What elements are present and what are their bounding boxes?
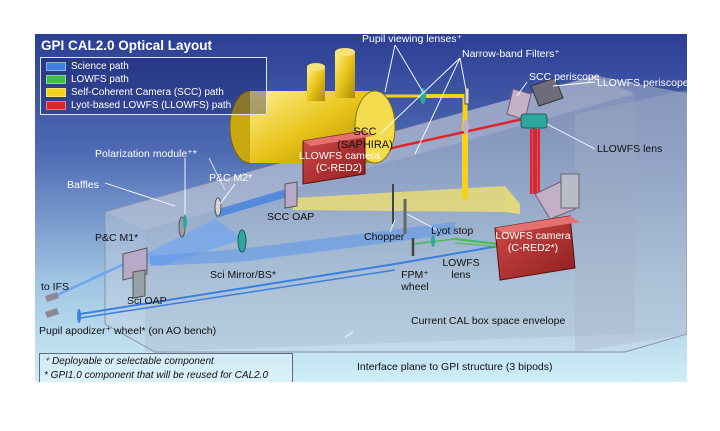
legend-item-lowfs: LOWFS path	[46, 74, 129, 86]
label-lowfs-lens-line1: LOWFS	[442, 257, 480, 269]
legend-label: Science path	[71, 61, 129, 72]
llowfs-periscope-optic	[520, 77, 580, 220]
page-title: GPI CAL2.0 Optical Layout	[41, 38, 213, 53]
label-scc-camera-line2: (SAPHIRA)	[337, 138, 393, 151]
label-pc-m2: P&C M2*	[209, 172, 253, 184]
label-llowfs-camera-line2: (C-RED2)	[315, 162, 363, 175]
llowfs-camera-body	[302, 130, 373, 185]
label-pc-m1: P&C M1*	[95, 232, 139, 244]
label-lowfs-lens-line2: lens	[451, 269, 471, 282]
lowfs-camera-body	[494, 215, 580, 281]
cal-box-envelope	[104, 75, 687, 353]
label-lyot-stop: Lyot stop	[431, 225, 474, 237]
legend-swatch	[46, 100, 66, 110]
legend: Science path LOWFS path Self-Coherent Ca…	[40, 57, 267, 115]
label-fpm-wheel-line2: wheel	[401, 281, 429, 294]
label-lowfs-lens: LOWFS lens	[441, 257, 481, 281]
label-lowfs-camera: LOWFS camera (C-RED2*)	[493, 230, 573, 254]
label-sci-oap: Sci OAP	[127, 295, 167, 307]
label-fpm-wheel-line1: FPM⁺	[401, 269, 429, 281]
label-llowfs-camera: LLOWFS camera (C-RED2)	[299, 150, 381, 175]
label-interface-plane: Interface plane to GPI structure (3 bipo…	[357, 361, 553, 373]
leader-lines	[104, 44, 596, 338]
footnote-reused: * GPI1.0 component that will be reused f…	[44, 370, 269, 381]
label-scc-camera-line1: SCC	[353, 126, 377, 138]
label-polarization-module: Polarization module⁺*	[95, 148, 197, 160]
label-scc-oap: SCC OAP	[267, 211, 315, 223]
label-chopper: Chopper	[364, 231, 405, 243]
label-pupil-viewing-lenses: Pupil viewing lenses⁺	[362, 34, 463, 45]
legend-label: LOWFS path	[71, 74, 129, 85]
label-sci-mirror-bs: Sci Mirror/BS*	[210, 269, 276, 281]
label-to-ifs: to IFS	[41, 281, 70, 293]
scc-camera-body	[229, 48, 396, 164]
label-llowfs-lens: LLOWFS lens	[597, 143, 663, 155]
label-cal-box-envelope: Current CAL box space envelope	[411, 315, 566, 327]
optical-layout-drawing	[45, 44, 687, 353]
legend-item-scc: Self-Coherent Camera (SCC) path	[46, 87, 224, 99]
science-beam-path	[54, 188, 511, 319]
optics-components	[45, 87, 470, 323]
label-narrow-band-filters: Narrow-band Filters⁺	[462, 48, 560, 60]
footnote-deployable: ⁺ Deployable or selectable component	[44, 356, 214, 367]
legend-swatch	[46, 74, 66, 84]
legend-label: Self-Coherent Camera (SCC) path	[71, 87, 224, 98]
label-llowfs-camera-line1: LLOWFS camera	[299, 150, 381, 162]
optical-layout-figure: GPI CAL2.0 Optical Layout Science path L…	[35, 34, 687, 382]
legend-swatch	[46, 87, 66, 97]
legend-item-science: Science path	[46, 61, 129, 73]
legend-item-llowfs: Lyot-based LOWFS (LLOWFS) path	[46, 100, 231, 112]
label-llowfs-periscope: LLOWFS periscope	[597, 77, 687, 89]
label-lowfs-camera-line2: (C-RED2*)	[507, 242, 559, 255]
legend-swatch	[46, 61, 66, 71]
legend-label: Lyot-based LOWFS (LLOWFS) path	[71, 100, 232, 111]
label-scc-camera: SCC (SAPHIRA)	[335, 126, 395, 151]
label-scc-periscope: SCC periscope	[529, 71, 600, 83]
label-baffles: Baffles	[67, 179, 99, 191]
footnotes-box: ⁺ Deployable or selectable component * G…	[39, 353, 293, 382]
label-pupil-apodizer: Pupil apodizer⁺ wheel* (on AO bench)	[39, 325, 217, 337]
label-fpm-wheel: FPM⁺ wheel	[395, 269, 435, 293]
label-lowfs-camera-line1: LOWFS camera	[495, 230, 571, 242]
